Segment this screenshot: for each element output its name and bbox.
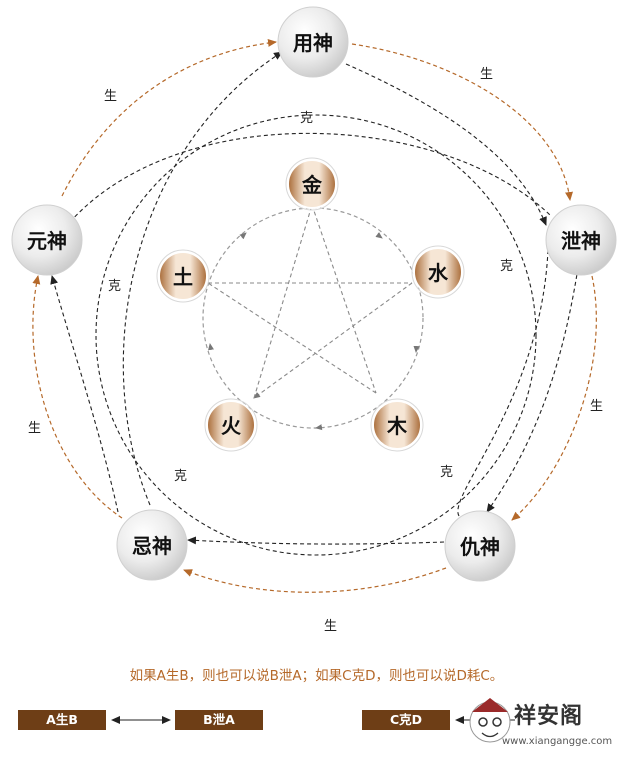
inner-arrow-2 (413, 345, 420, 353)
element-jin-label: 金 (301, 173, 323, 197)
label-ke-1: 克 (300, 111, 313, 126)
inner-arrow-1 (375, 232, 383, 239)
watermark-title: 祥安阁 (514, 703, 584, 729)
element-jin: 金 (285, 157, 339, 211)
inner-arrow-4 (208, 343, 214, 351)
legend-box-b-xie-a: B泄A (175, 710, 263, 730)
label-sheng-2: 生 (480, 67, 493, 82)
inner-cycle (202, 204, 424, 431)
node-yongshen-label: 用神 (293, 31, 333, 55)
label-sheng-1: 生 (104, 89, 117, 104)
legend-box-c-ke-d: C克D (362, 710, 450, 730)
element-shui-label: 水 (428, 261, 449, 285)
ke-line-chou-ji (187, 536, 445, 545)
star-line-jin-mu (311, 204, 377, 394)
watermark-url: www.xiangangge.com (502, 736, 613, 747)
label-ke-4: 克 (174, 469, 187, 484)
node-xieshen: 泄神 (545, 204, 617, 276)
node-yuanshen: 元神 (11, 204, 83, 276)
caption-text: 如果A生B，则也可以说B泄A；如果C克D，则也可以说D耗C。 (129, 668, 504, 684)
outer-circle (95, 114, 537, 556)
watermark-emblem (469, 698, 511, 743)
sheng-arcs (32, 38, 597, 593)
star-line-shui-huo (253, 282, 413, 399)
ke-lines (50, 51, 579, 545)
legend-box-a-sheng-b: A生B (18, 710, 106, 730)
node-jishen: 忌神 (116, 509, 188, 581)
node-yuanshen-label: 元神 (27, 229, 67, 253)
ke-line-ji-yong (122, 51, 283, 506)
node-choushen: 仇神 (444, 510, 516, 582)
element-tu-label: 土 (173, 265, 193, 289)
ke-line-yong-xie (345, 63, 547, 226)
ke-line-xie-chou-inner (457, 249, 549, 521)
element-huo-label: 火 (221, 414, 242, 438)
node-choushen-label: 仇神 (460, 535, 500, 559)
ke-line-ji-yuan (50, 275, 119, 513)
label-ke-5: 克 (108, 279, 121, 294)
ke-line-yuan-xie (69, 132, 551, 223)
element-mu: 木 (370, 398, 424, 452)
sheng-arc-chou-ji (183, 567, 447, 593)
sheng-arc-ji-yuan (32, 275, 123, 519)
watermark: 祥安阁 www.xiangangge.com (462, 694, 632, 754)
ke-line-xie-chou (486, 267, 579, 513)
sheng-arc-xie-chou (511, 275, 597, 521)
element-mu-label: 木 (386, 414, 408, 438)
label-ke-3: 克 (440, 465, 453, 480)
label-ke-2: 克 (500, 259, 513, 274)
element-huo: 火 (204, 398, 258, 452)
label-sheng-5: 生 (28, 421, 41, 436)
element-tu: 土 (156, 249, 210, 303)
star-line-mu-tu (207, 282, 377, 394)
node-yongshen: 用神 (277, 6, 349, 78)
label-sheng-4: 生 (324, 619, 337, 634)
sheng-arc-yong-xie (351, 43, 573, 201)
node-xieshen-label: 泄神 (561, 229, 601, 253)
element-shui: 水 (411, 245, 465, 299)
edge-labels: 生 生 生 生 生 克 克 克 克 克 (28, 67, 603, 634)
sheng-arc-yuan-yong (61, 38, 277, 197)
watermark-hat-icon (472, 698, 508, 712)
label-sheng-3: 生 (590, 399, 603, 414)
star-spacer (260, 260, 280, 396)
star-line-huo-jin (253, 204, 313, 399)
inner-circle (202, 207, 424, 429)
node-jishen-label: 忌神 (132, 534, 172, 558)
